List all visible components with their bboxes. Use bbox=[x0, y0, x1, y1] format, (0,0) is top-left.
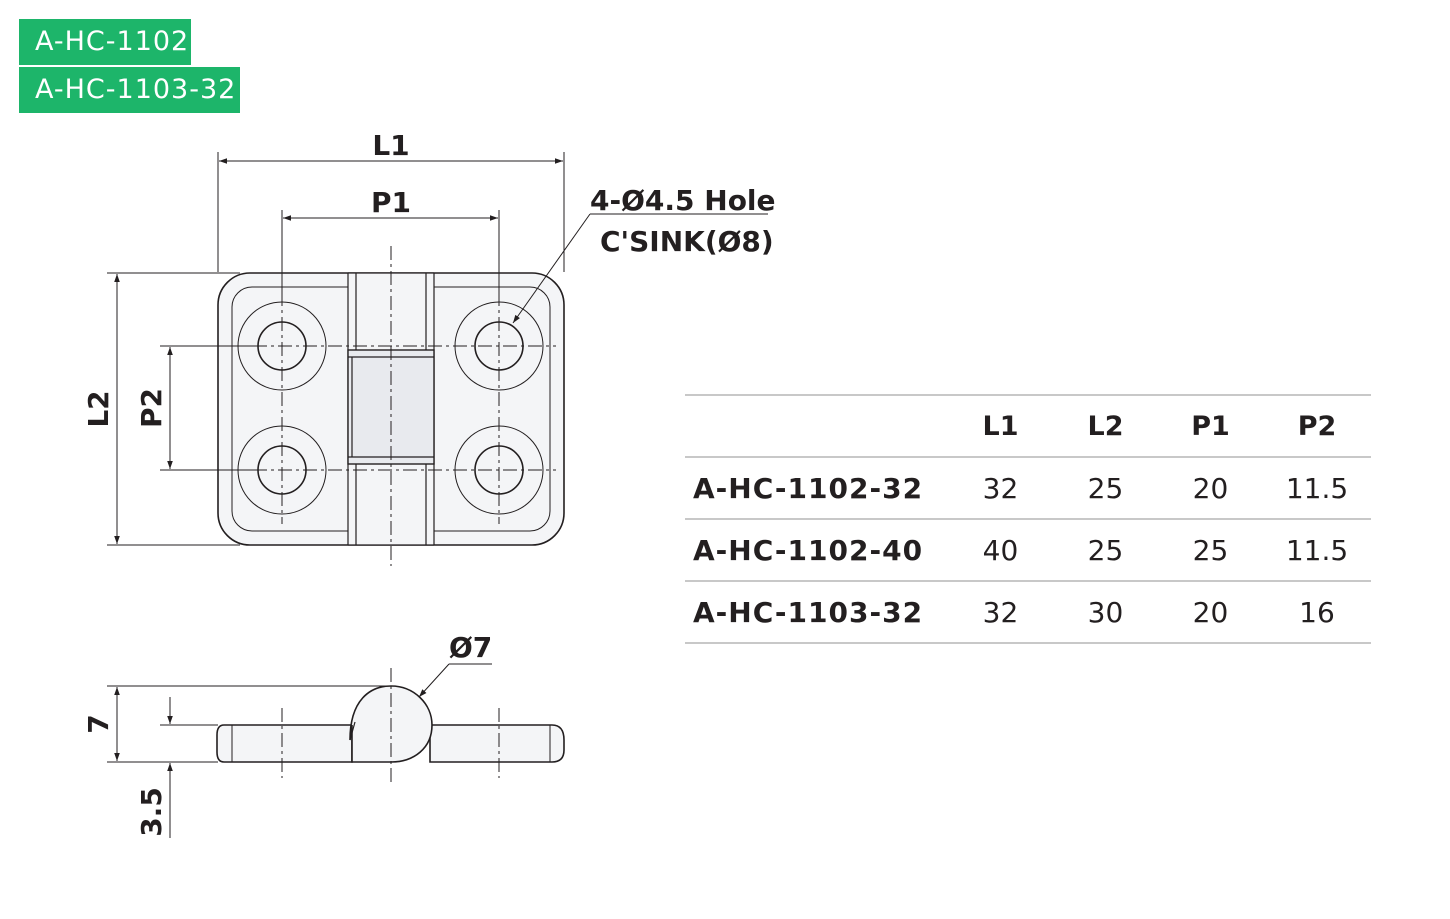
cell-l1: 32 bbox=[948, 457, 1053, 520]
side-plate-left bbox=[216, 724, 353, 763]
table-row: A-HC-1103-32 32 30 20 16 bbox=[685, 581, 1371, 644]
hole-callout: 4-Ø4.5 Hole C'SINK(Ø8) bbox=[512, 184, 776, 324]
label-pin-diameter: Ø7 bbox=[449, 631, 492, 664]
cell-p1: 25 bbox=[1158, 519, 1263, 582]
column-header-l2: L2 bbox=[1053, 394, 1158, 458]
label-p1: P1 bbox=[371, 186, 411, 219]
dimension-p2: P2 bbox=[135, 345, 258, 471]
cell-l2: 25 bbox=[1053, 519, 1158, 582]
column-header-l1: L1 bbox=[948, 394, 1053, 458]
label-csink: C'SINK(Ø8) bbox=[600, 225, 774, 258]
cell-l2: 25 bbox=[1053, 457, 1158, 520]
cell-p1: 20 bbox=[1158, 581, 1263, 644]
cell-l1: 40 bbox=[948, 519, 1053, 582]
side-view: 7 3.5 Ø7 bbox=[82, 631, 565, 838]
dimension-l1: L1 bbox=[217, 129, 565, 272]
cell-model: A-HC-1102-40 bbox=[685, 519, 948, 582]
label-l1: L1 bbox=[372, 129, 409, 162]
spec-table: L1 L2 P1 P2 A-HC-1102-32 32 25 20 11.5 A… bbox=[685, 394, 1371, 644]
dimension-l2: L2 bbox=[82, 272, 240, 546]
cell-p2: 11.5 bbox=[1263, 457, 1371, 520]
cell-p1: 20 bbox=[1158, 457, 1263, 520]
cell-l2: 30 bbox=[1053, 581, 1158, 644]
column-header-p1: P1 bbox=[1158, 394, 1263, 458]
cell-p2: 11.5 bbox=[1263, 519, 1371, 582]
label-height: 7 bbox=[82, 714, 115, 733]
table-row: A-HC-1102-32 32 25 20 11.5 bbox=[685, 457, 1371, 520]
label-hole: 4-Ø4.5 Hole bbox=[590, 184, 776, 217]
model-badge-a-hc-1102: A-HC-1102 bbox=[19, 19, 191, 65]
column-header-model bbox=[685, 394, 948, 458]
table-row: A-HC-1102-40 40 25 25 11.5 bbox=[685, 519, 1371, 582]
top-view: L1 P1 L2 P2 4-Ø4.5 Hole C'SIN bbox=[82, 129, 776, 566]
table-header-row: L1 L2 P1 P2 bbox=[685, 394, 1371, 458]
center-lines bbox=[228, 246, 556, 566]
label-thickness: 3.5 bbox=[135, 787, 168, 837]
cell-l1: 32 bbox=[948, 581, 1053, 644]
label-l2: L2 bbox=[82, 390, 115, 427]
cell-model: A-HC-1102-32 bbox=[685, 457, 948, 520]
model-badge-a-hc-1103-32: A-HC-1103-32 bbox=[19, 67, 240, 113]
column-header-p2: P2 bbox=[1263, 394, 1371, 458]
label-p2: P2 bbox=[135, 388, 168, 428]
cell-model: A-HC-1103-32 bbox=[685, 581, 948, 644]
dimension-p1: P1 bbox=[281, 186, 500, 300]
cell-p2: 16 bbox=[1263, 581, 1371, 644]
side-plate-right bbox=[429, 724, 565, 763]
